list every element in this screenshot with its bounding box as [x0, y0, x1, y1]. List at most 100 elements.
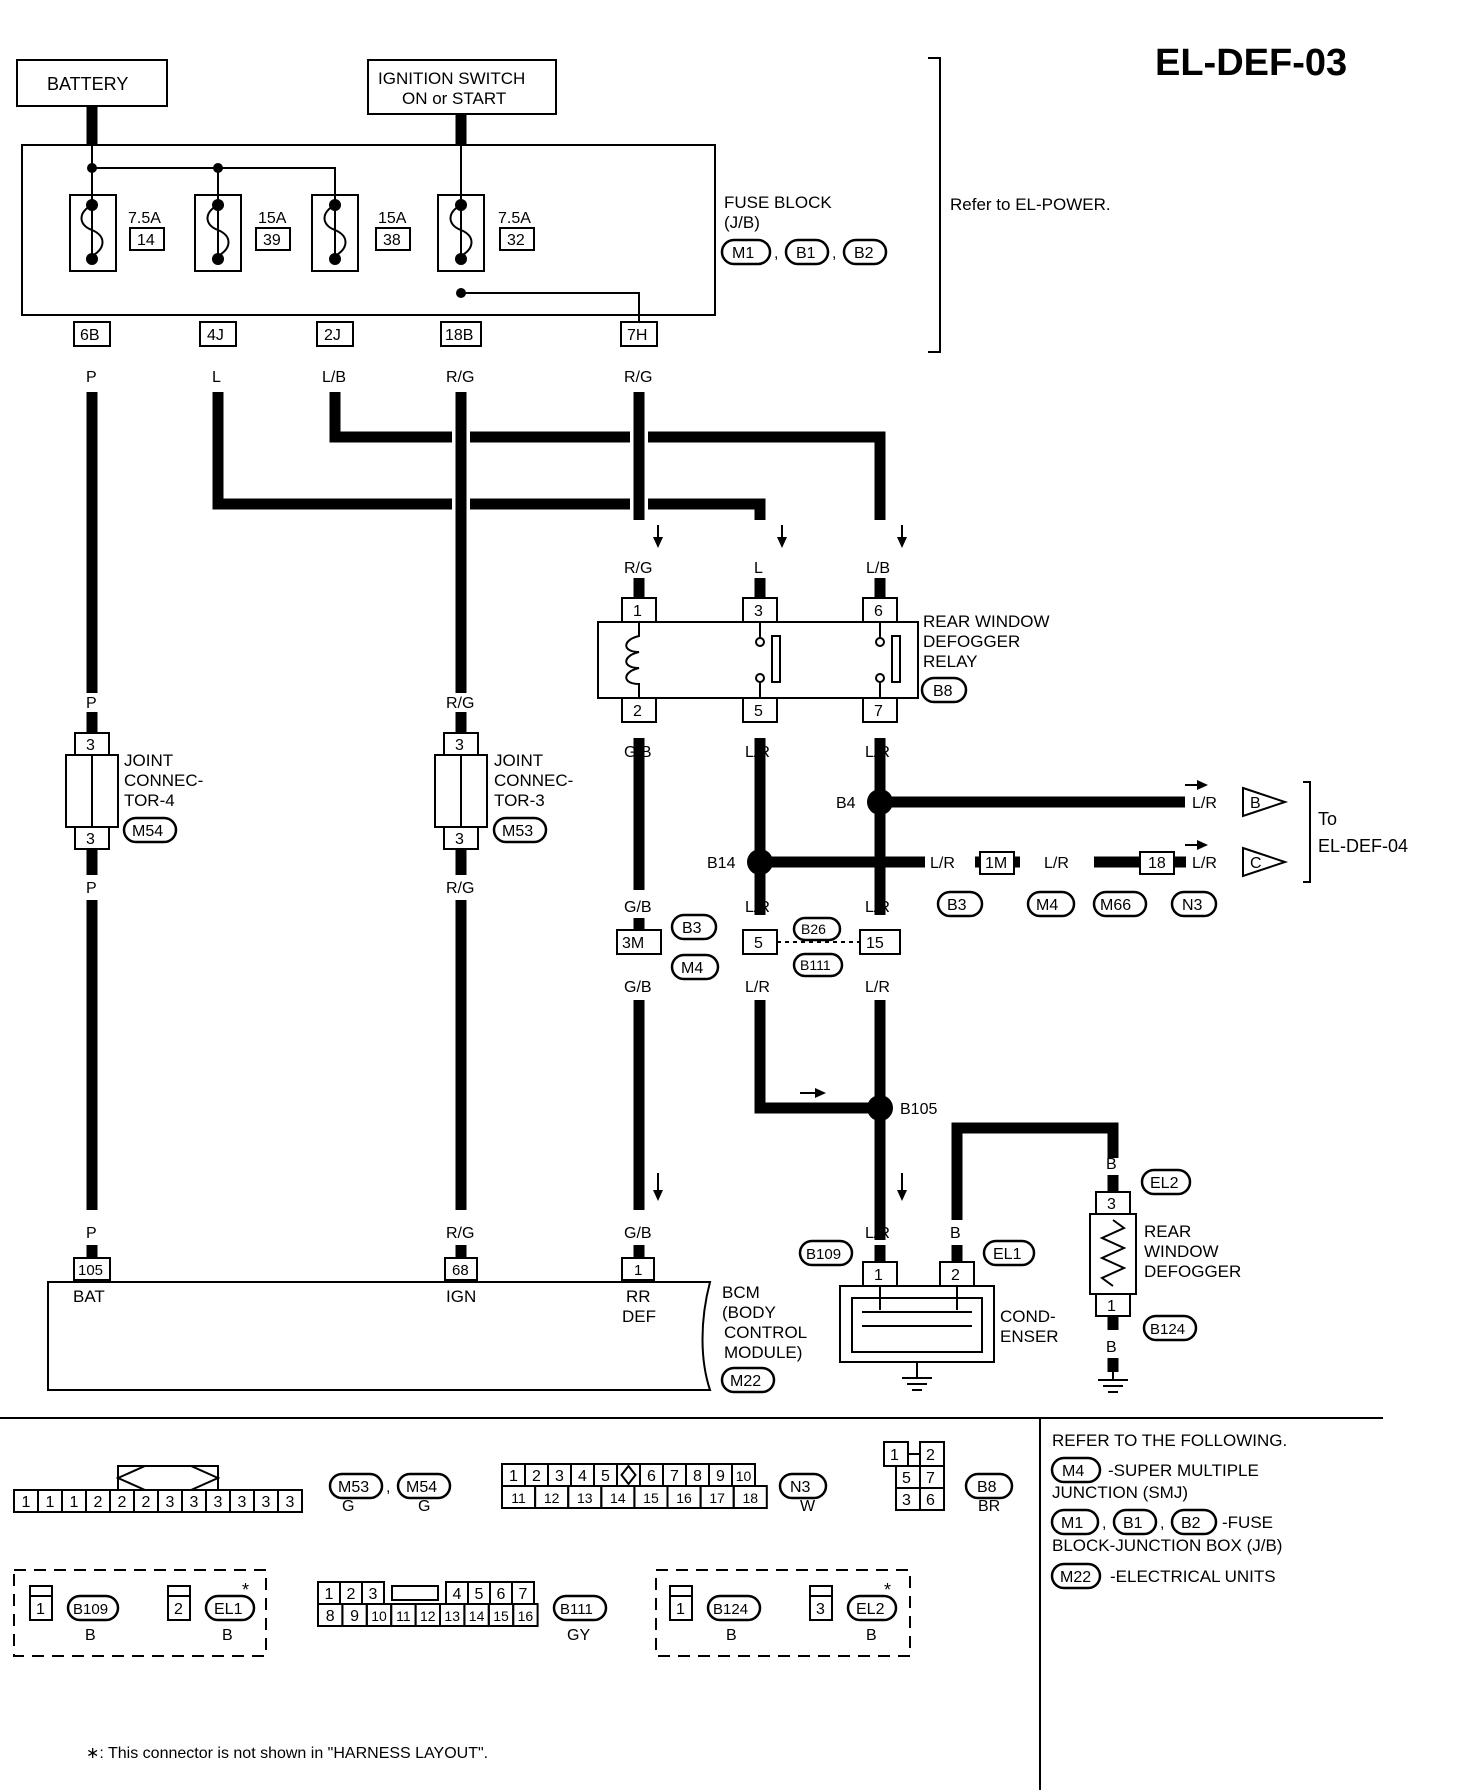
svg-text:,: , [774, 245, 778, 262]
svg-text:B111: B111 [800, 957, 831, 973]
svg-text:B8: B8 [977, 1479, 997, 1496]
wire-lb-2j [329, 392, 886, 520]
connector-cell-label: 1 [325, 1586, 334, 1603]
svg-text:B8: B8 [933, 683, 953, 700]
svg-text:7.5A: 7.5A [498, 210, 531, 227]
svg-text:JOINT: JOINT [124, 751, 173, 770]
rear-window-defogger: B EL2 3 1 B124 B REAR WINDOW DEFOGGER [1089, 1156, 1241, 1393]
connector-cell-label: 8 [326, 1608, 335, 1625]
connector-cell-label: 15 [643, 1490, 659, 1506]
svg-text:W: W [800, 1498, 816, 1515]
svg-text:CONNEC-: CONNEC- [494, 771, 573, 790]
bracket [928, 57, 941, 353]
svg-text:R/G: R/G [446, 695, 474, 712]
svg-text:,: , [1160, 1515, 1164, 1532]
svg-text:N3: N3 [790, 1479, 811, 1496]
dashed-group-b109-el1 [13, 1569, 267, 1657]
svg-text:4J: 4J [207, 327, 224, 344]
svg-text:G/B: G/B [624, 899, 652, 916]
svg-text:R/G: R/G [624, 369, 652, 386]
connector-cell-label: 2 [118, 1494, 127, 1511]
svg-text:1: 1 [874, 1267, 883, 1284]
svg-text:RR: RR [626, 1287, 651, 1306]
svg-text:B: B [222, 1627, 233, 1644]
connector-cell-label: 14 [469, 1608, 485, 1624]
fuse-block: 7.5A 14 15A 39 15A 38 7.5A 32 [21, 144, 888, 322]
svg-text:(J/B): (J/B) [724, 213, 760, 232]
svg-text:5: 5 [902, 1470, 911, 1487]
connector-cell [732, 1485, 768, 1509]
svg-text:1: 1 [633, 603, 642, 620]
svg-text:B3: B3 [682, 920, 702, 937]
svg-text:68: 68 [452, 1262, 469, 1279]
svg-text:1: 1 [1107, 1298, 1116, 1315]
svg-text:M22: M22 [1060, 1569, 1091, 1586]
svg-text:EL2: EL2 [856, 1601, 885, 1618]
svg-text:R/G: R/G [446, 369, 474, 386]
svg-text:B: B [85, 1627, 96, 1644]
connector-cell-label: 1 [509, 1468, 518, 1485]
svg-text:3: 3 [1107, 1196, 1116, 1213]
svg-text:R/G: R/G [446, 880, 474, 897]
svg-text:5: 5 [754, 703, 763, 720]
svg-text:M4: M4 [681, 960, 703, 977]
fuse-14: 7.5A 14 [69, 194, 165, 272]
svg-text:1: 1 [890, 1447, 899, 1464]
svg-text:REFER TO THE FOLLOWING.: REFER TO THE FOLLOWING. [1052, 1431, 1287, 1450]
connector-cell-label: 5 [475, 1586, 484, 1603]
diagram-title: EL-DEF-03 [1155, 42, 1347, 84]
key-diamond-icon [620, 1464, 637, 1486]
connector-3m: 3M B3 M4 [616, 913, 720, 981]
svg-text:18B: 18B [445, 327, 473, 344]
svg-text:G/B: G/B [624, 1225, 652, 1242]
svg-text:B124: B124 [713, 1601, 748, 1618]
svg-text:B2: B2 [854, 245, 874, 262]
svg-text:GY: GY [567, 1627, 590, 1644]
connector-cell-label: 10 [736, 1468, 752, 1484]
splice-b105-label: B105 [900, 1101, 937, 1118]
el1-face-view: 2 EL1 * B [167, 1580, 256, 1644]
battery-box: BATTERY [16, 59, 168, 107]
connector-cell-label: 3 [238, 1494, 247, 1511]
svg-text:2J: 2J [324, 327, 341, 344]
svg-text:IGN: IGN [446, 1287, 476, 1306]
connector-cell-label: 8 [693, 1468, 702, 1485]
svg-text:JOINT: JOINT [494, 751, 543, 770]
connector-cell-label: 3 [166, 1494, 175, 1511]
svg-text:15: 15 [866, 935, 884, 952]
condenser: L/R B B109 EL1 1 2 COND- ENSER [798, 1225, 1059, 1391]
connector-cell-label: 2 [532, 1468, 541, 1485]
svg-text:L/R: L/R [865, 979, 890, 996]
footnote: ∗: This connector is not shown in "HARNE… [86, 1745, 488, 1762]
svg-text:EL1: EL1 [993, 1246, 1022, 1263]
connector-cell-label: 3 [286, 1494, 295, 1511]
current-arrows [653, 525, 907, 548]
svg-text:COND-: COND- [1000, 1307, 1056, 1326]
svg-text:B124: B124 [1150, 1321, 1185, 1338]
svg-text:14: 14 [137, 232, 155, 249]
svg-text:P: P [86, 1225, 97, 1242]
joint-connector-3: R/G 3 3 JOINT CONNEC- TOR-3 M53 R/G [434, 695, 573, 897]
svg-text:IGNITION SWITCH: IGNITION SWITCH [378, 69, 525, 88]
svg-text:M22: M22 [730, 1373, 761, 1390]
svg-text:18: 18 [1148, 855, 1166, 872]
svg-text:C: C [1250, 855, 1262, 872]
svg-text:ON or START: ON or START [402, 89, 506, 108]
connector-cell-label: 3 [369, 1586, 378, 1603]
svg-text:REAR: REAR [1144, 1222, 1191, 1241]
svg-text:B1: B1 [796, 245, 816, 262]
svg-text:B109: B109 [73, 1601, 108, 1618]
svg-text:2: 2 [951, 1267, 960, 1284]
b8-connector-face-view: 1 2 5 7 3 6 [883, 1441, 945, 1511]
svg-text:M4: M4 [1036, 897, 1058, 914]
bcm: P R/G G/B 105 68 1 BAT IGN RR DEF BCM (B… [47, 1225, 807, 1394]
svg-text:B3: B3 [947, 897, 967, 914]
fuse-32: 7.5A 32 [437, 194, 535, 272]
jc-color-a: G [342, 1498, 354, 1515]
svg-text:1: 1 [634, 1262, 642, 1279]
svg-text:P: P [86, 695, 97, 712]
svg-text:ENSER: ENSER [1000, 1327, 1059, 1346]
connector-cell-label: 10 [371, 1608, 387, 1624]
wire-l-4j [212, 392, 766, 520]
